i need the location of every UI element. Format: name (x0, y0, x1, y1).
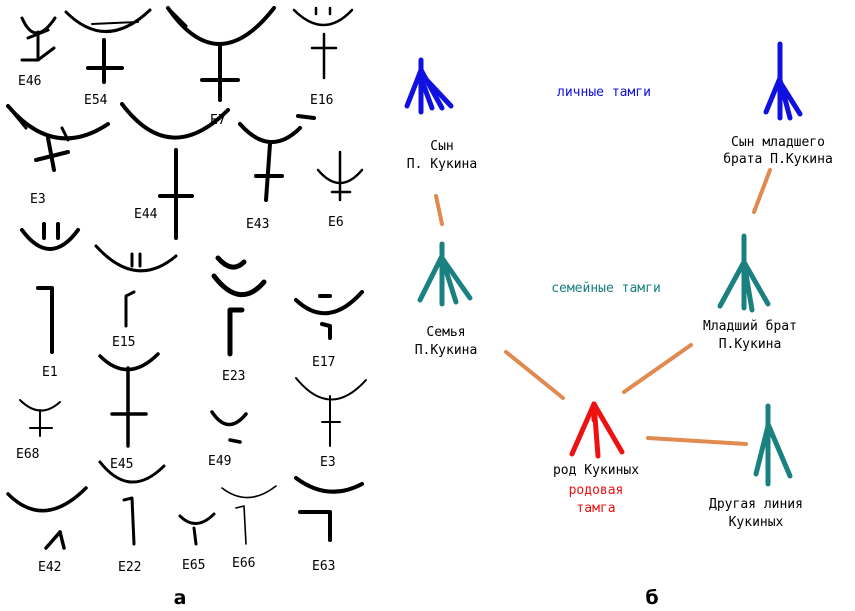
tamga-e63-code: E63 (312, 559, 335, 574)
category-personal: личные тамги (557, 85, 651, 100)
tree-connectors (434, 168, 772, 446)
node-otherline-line2: Кукиных (729, 515, 784, 530)
tamga-e6-symbol (316, 150, 364, 202)
tamga-e16-symbol (292, 6, 354, 80)
tamga-e23-symbol (211, 255, 267, 357)
tamga-e49-symbol (210, 410, 248, 444)
tamga-e46-symbol (20, 16, 57, 62)
tamga-e68-symbol (19, 399, 61, 437)
tamga-e6-code: E6 (328, 215, 344, 230)
node-family-line1: Семья (426, 325, 465, 340)
tamga-e15-symbol (94, 244, 178, 328)
tamga-e1-symbol (20, 222, 80, 354)
node-family-line2: П.Кукина (415, 343, 478, 358)
link-clan-otherline (646, 436, 748, 446)
node-nephew-line1: Сын младшего (731, 135, 825, 150)
panel-a: E46 E54 E7 E16 E3 E44 (6, 6, 367, 609)
link-brother-nephew (752, 168, 772, 214)
family-tamga-icon (417, 241, 473, 307)
tamga-e15-code: E15 (112, 335, 135, 350)
node-son-line1: Сын (430, 139, 453, 154)
tamga-e22-symbol (98, 460, 166, 546)
tamga-e1-code: E1 (42, 365, 58, 380)
tamga-e22-code: E22 (118, 560, 141, 575)
node-otherline-line1: Другая линия (709, 497, 803, 512)
tamga-e7-symbol (166, 6, 276, 102)
node-nephew-line2: брата П.Кукина (723, 152, 833, 167)
link-clan-family (504, 350, 565, 400)
tamga-e45-code: E45 (110, 457, 133, 472)
tamga-e23-code: E23 (222, 369, 245, 384)
tamga-e66-symbol (221, 485, 277, 545)
son-tamga-icon (404, 57, 454, 115)
tamga-e49-code: E49 (208, 454, 231, 469)
tamga-e46-code: E46 (18, 74, 41, 89)
tamga-e44-symbol (120, 102, 230, 240)
tamga-e3-mid-code: E3 (320, 455, 336, 470)
tamga-e3-top-code: E3 (30, 192, 46, 207)
tamga-e54-code: E54 (84, 93, 108, 108)
tamga-e43-code: E43 (246, 217, 269, 232)
link-family-son (434, 194, 444, 226)
tamga-e66-code: E66 (232, 556, 255, 571)
panel-a-label: а (174, 587, 187, 609)
tamga-e17-code: E17 (312, 355, 335, 370)
tamga-e63-symbol (294, 476, 364, 542)
tamga-e42-code: E42 (38, 560, 61, 575)
brother-tamga-icon (717, 233, 771, 313)
category-family: семейные тамги (551, 281, 661, 296)
nephew-tamga-icon (763, 41, 803, 121)
tamga-e44-code: E44 (134, 207, 158, 222)
tamga-e3-top-symbol (6, 104, 110, 172)
tamga-e43-symbol (238, 114, 316, 202)
tamga-e68-code: E68 (16, 447, 39, 462)
node-brother-line2: П.Кукина (719, 337, 782, 352)
node-son-line2: П. Кукина (407, 157, 477, 172)
otherline-tamga-icon (753, 403, 793, 487)
panel-b: личные тамги семейные тамги Сын П. Кукин… (404, 41, 833, 609)
link-clan-brother (622, 343, 693, 394)
clan-tamga-icon (569, 401, 625, 459)
panel-b-label: б (645, 587, 658, 609)
tamga-e42-symbol (6, 486, 88, 550)
tamga-e3-mid-symbol (295, 377, 367, 447)
tamga-e16-code: E16 (310, 93, 333, 108)
tamga-e17-symbol (294, 290, 364, 340)
tamga-e65-symbol (178, 512, 216, 546)
tamga-e54-symbol (64, 8, 152, 84)
tamga-e65-code: E65 (182, 558, 205, 573)
node-clan-name: род Кукиных (553, 463, 639, 478)
node-brother-line1: Младший брат (703, 319, 797, 334)
tamga-e45-symbol (98, 352, 160, 448)
